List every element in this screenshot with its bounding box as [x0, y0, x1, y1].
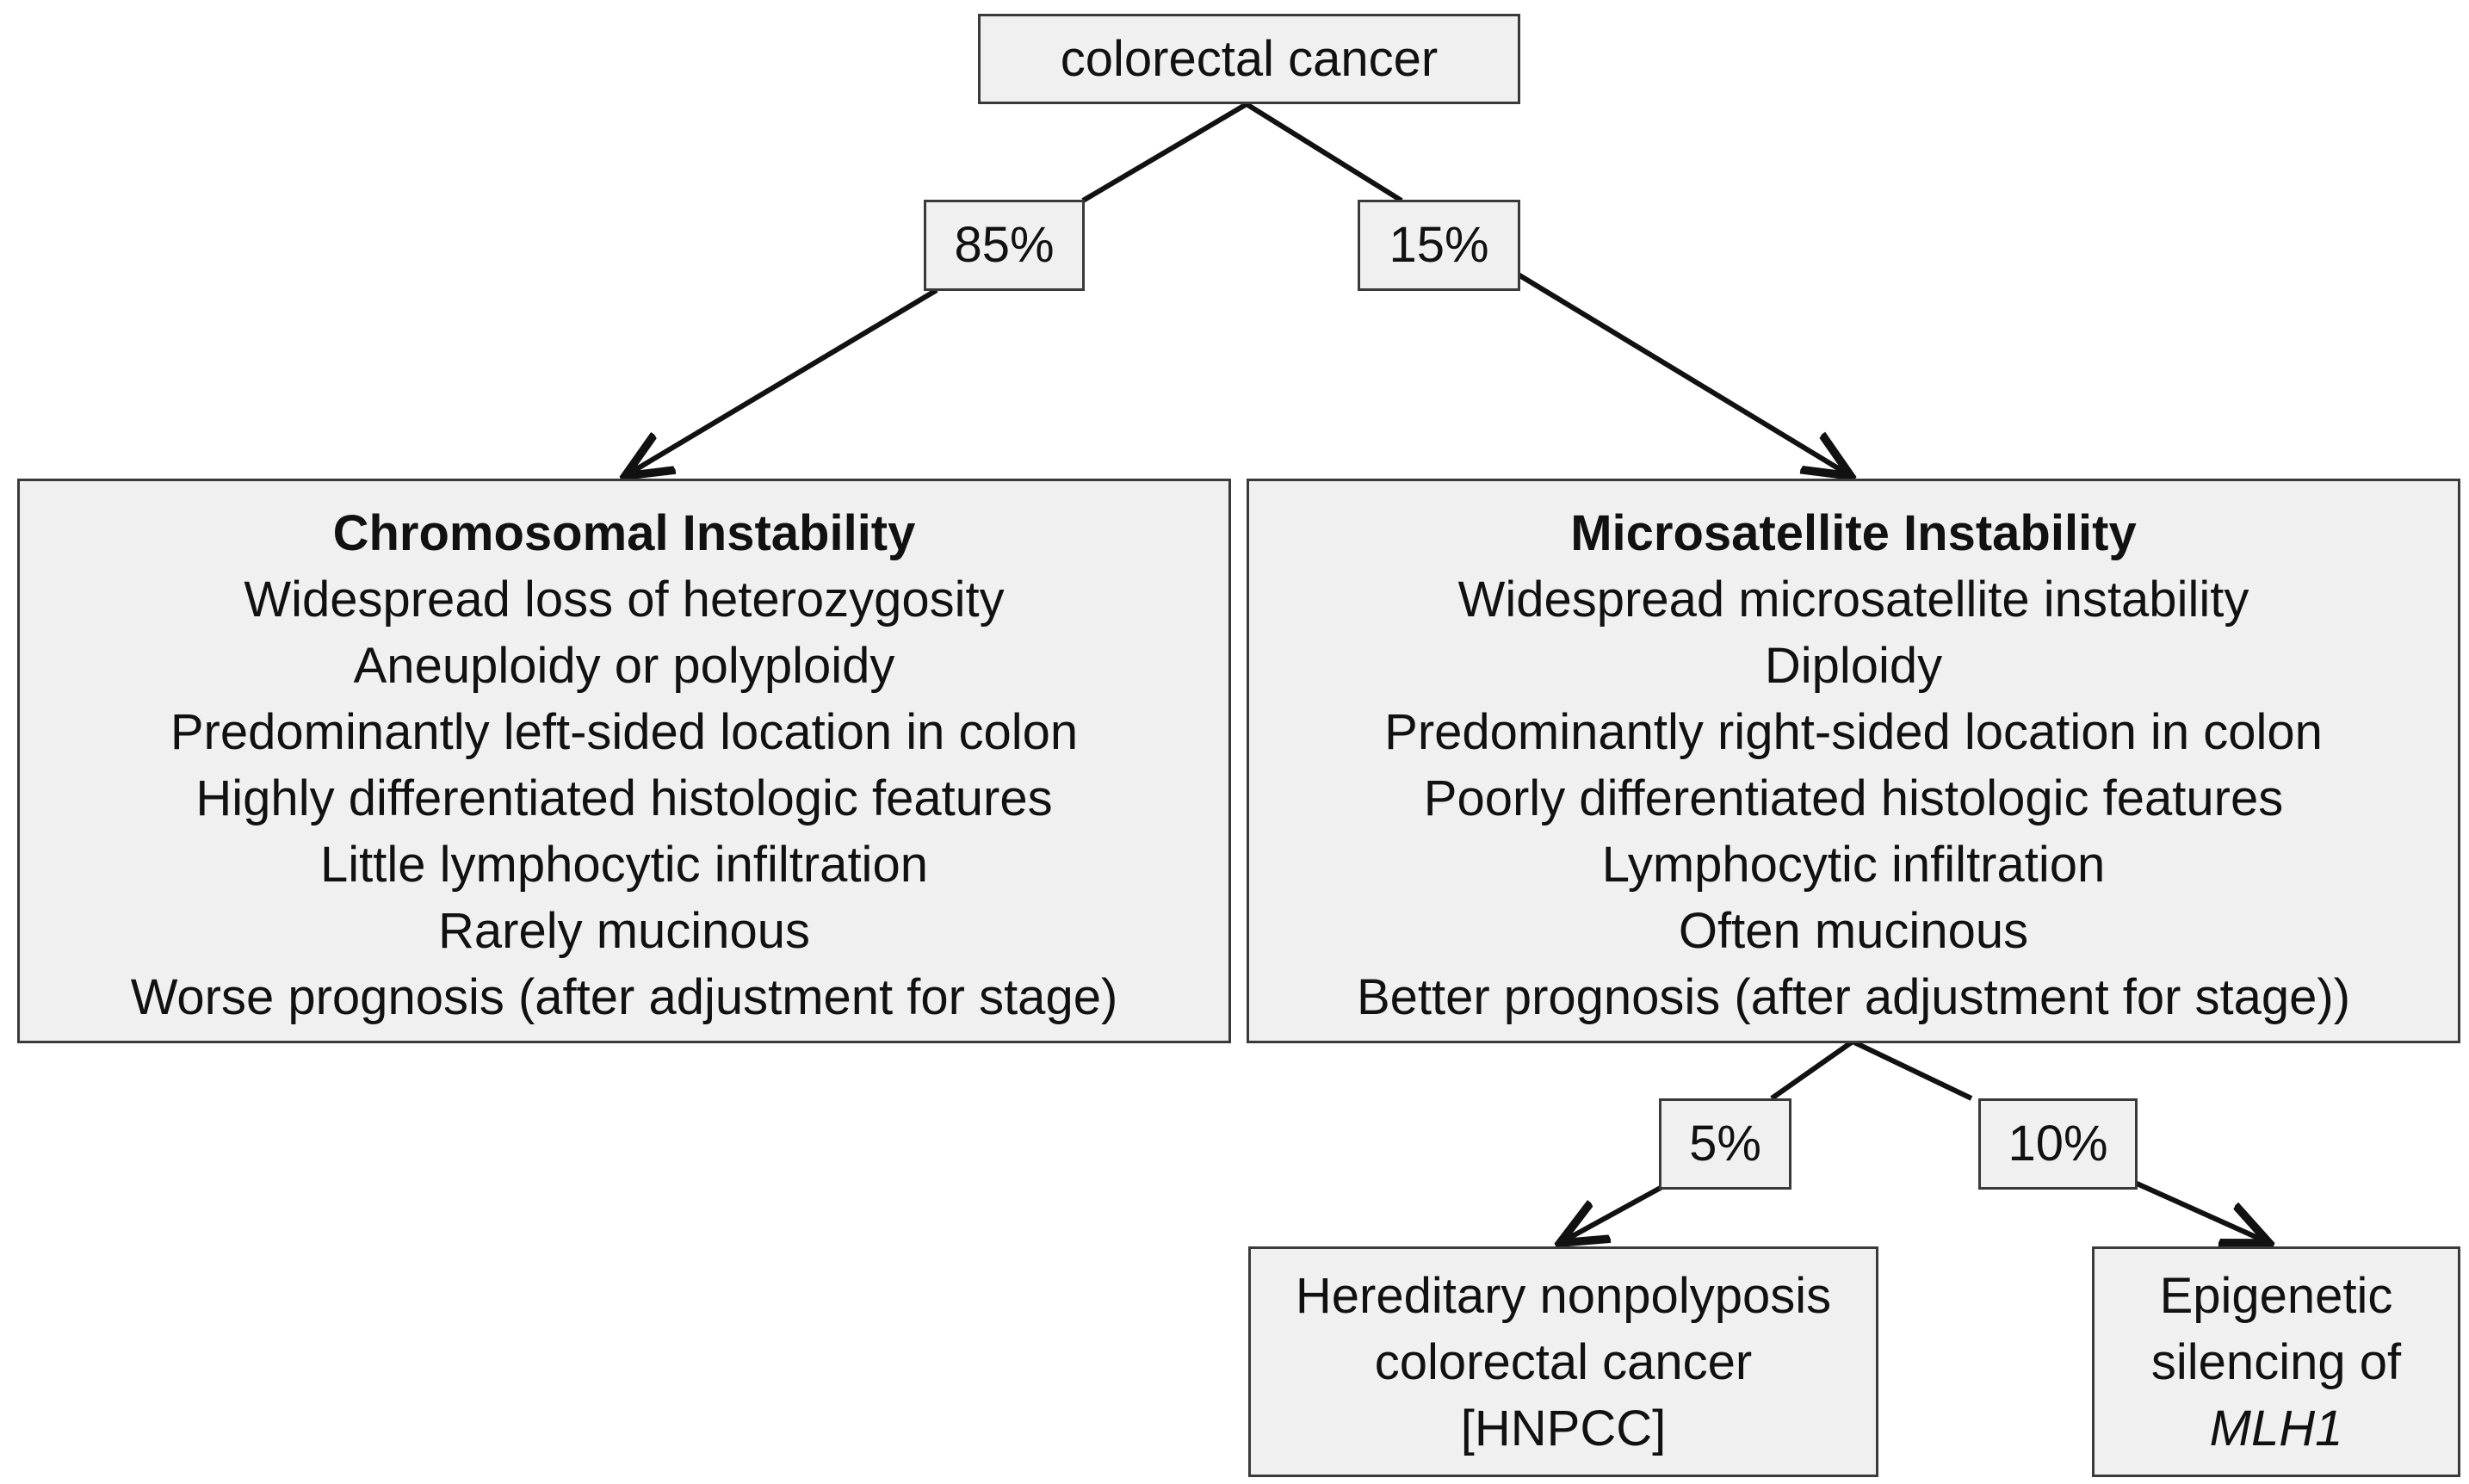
arrow-85-to-chromosomal	[625, 288, 938, 476]
chromosomal-feature: Rarely mucinous	[438, 903, 810, 959]
microsatellite-feature: Predominantly right-sided location in co…	[1384, 704, 2323, 760]
branch-label-15-text: 15%	[1389, 217, 1489, 273]
chromosomal-feature: Highly differentiated histologic feature…	[195, 770, 1053, 826]
arrow-10-to-epigenetic	[2133, 1180, 2269, 1243]
hnpcc-line: Hereditary nonpolyposis	[1295, 1267, 1832, 1324]
chromosomal-feature: Predominantly left-sided location in col…	[170, 704, 1079, 760]
arrow-15-to-microsatellite	[1515, 271, 1851, 476]
edge-msi-to-5	[1770, 1039, 1854, 1101]
chromosomal-feature: Worse prognosis (after adjustment for st…	[130, 969, 1118, 1025]
arrow-5-to-hnpcc	[1560, 1182, 1668, 1243]
chromosomal-instability-title: Chromosomal Instability	[332, 505, 916, 561]
chromosomal-feature: Little lymphocytic infiltration	[320, 837, 928, 893]
microsatellite-feature: Often mucinous	[1678, 903, 2029, 959]
branch-label-85-text: 85%	[954, 217, 1055, 273]
edge-root-to-15	[1245, 102, 1403, 203]
chromosomal-instability-box: Chromosomal Instability Widespread loss …	[17, 479, 1231, 1043]
epigenetic-silencing-box: Epigenetic silencing of MLH1	[2092, 1246, 2460, 1477]
microsatellite-feature: Poorly differentiated histologic feature…	[1423, 770, 2284, 826]
microsatellite-instability-title: Microsatellite Instability	[1570, 505, 2137, 561]
hnpcc-box: Hereditary nonpolyposis colorectal cance…	[1248, 1246, 1878, 1477]
microsatellite-feature: Diploidy	[1764, 638, 1943, 694]
microsatellite-feature: Widespread microsatellite instability	[1457, 572, 2249, 628]
hnpcc-line: [HNPCC]	[1460, 1400, 1667, 1456]
branch-label-15: 15%	[1358, 200, 1520, 291]
hnpcc-line: colorectal cancer	[1374, 1333, 1753, 1390]
epigenetic-line: Epigenetic	[2159, 1267, 2393, 1324]
branch-label-10: 10%	[1978, 1098, 2138, 1190]
branch-label-5: 5%	[1659, 1098, 1791, 1190]
edge-root-to-85	[1081, 102, 1248, 203]
edge-msi-to-10	[1851, 1039, 1973, 1101]
root-node: colorectal cancer	[978, 14, 1520, 104]
epigenetic-line: silencing of	[2150, 1333, 2402, 1390]
chromosomal-feature: Aneuploidy or polyploidy	[353, 638, 895, 694]
branch-label-5-text: 5%	[1689, 1116, 1761, 1172]
mlh1-gene-name: MLH1	[2209, 1400, 2343, 1456]
root-label: colorectal cancer	[1060, 31, 1439, 87]
chromosomal-feature: Widespread loss of heterozygosity	[244, 572, 1005, 628]
branch-label-85: 85%	[924, 200, 1085, 291]
branch-label-10-text: 10%	[2008, 1116, 2108, 1172]
microsatellite-feature: Better prognosis (after adjustment for s…	[1356, 969, 2351, 1025]
microsatellite-instability-box: Microsatellite Instability Widespread mi…	[1247, 479, 2460, 1043]
microsatellite-feature: Lymphocytic infiltration	[1601, 837, 2106, 893]
